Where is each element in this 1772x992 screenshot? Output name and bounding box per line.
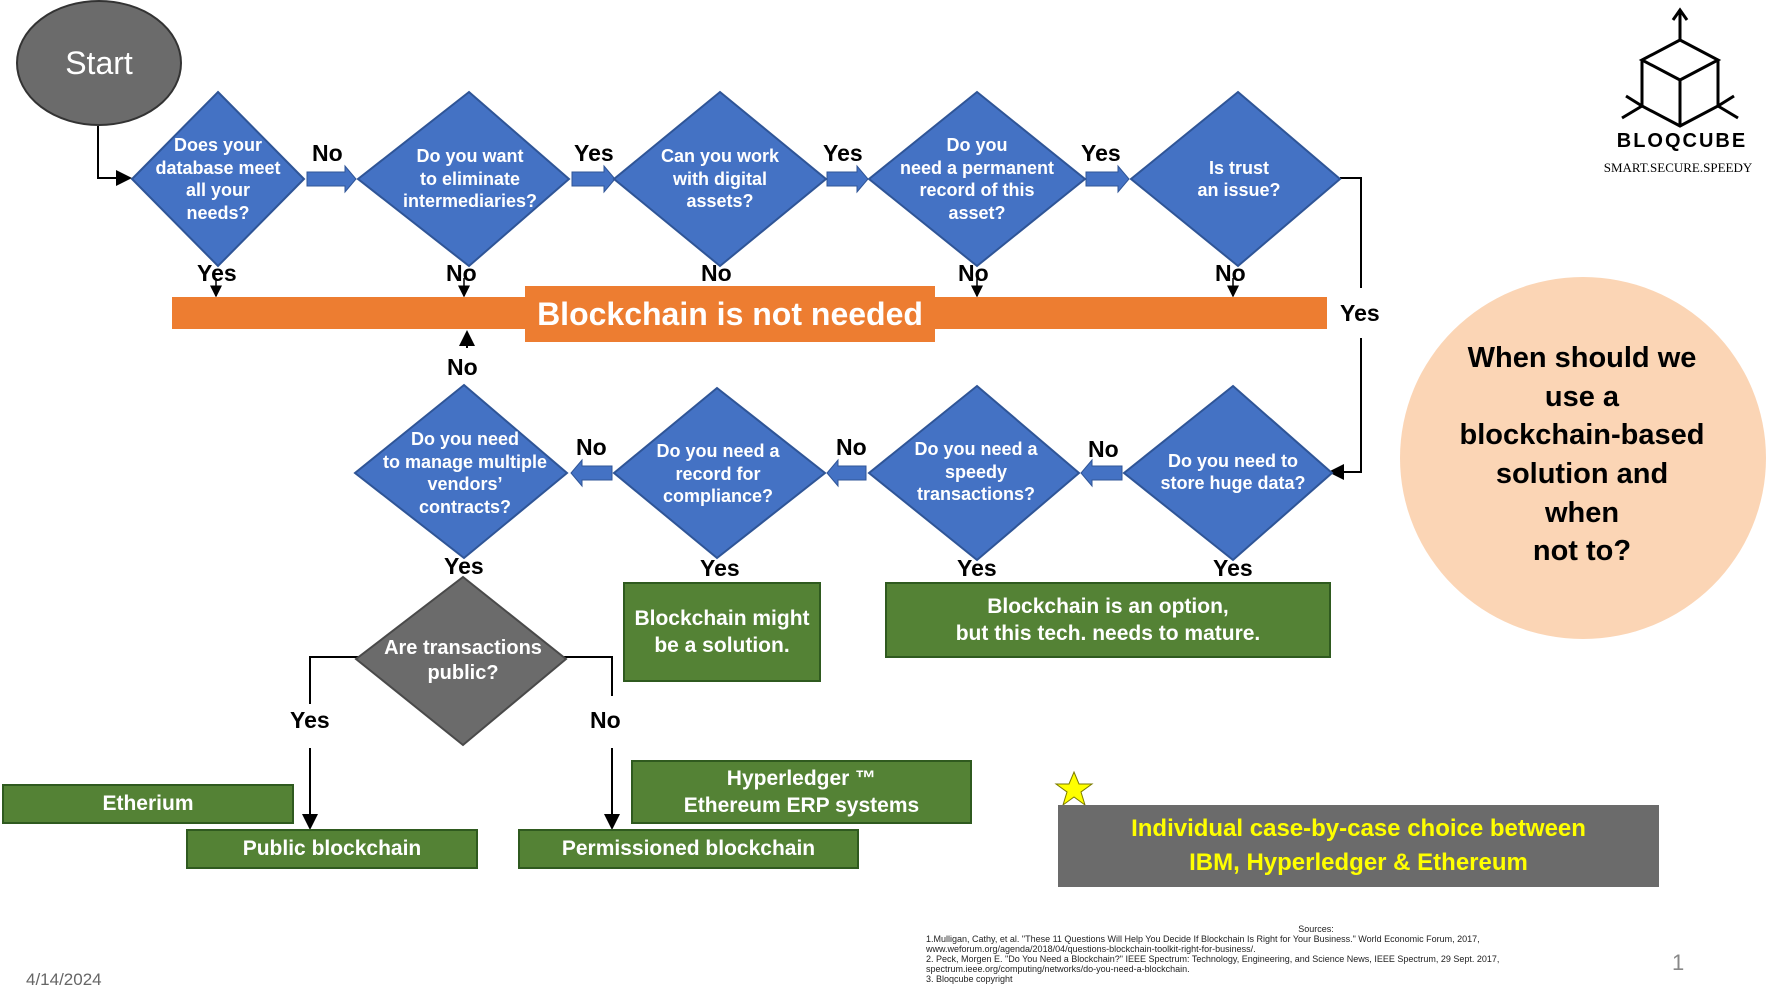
block-arrow-d8-d9 <box>570 458 613 488</box>
label-d8-no: No <box>576 434 607 460</box>
diamond-9 <box>353 383 569 560</box>
label-d8-yes: Yes <box>700 555 740 581</box>
label-d9-yes: Yes <box>444 553 484 579</box>
page-number: 1 <box>1672 950 1685 975</box>
source-line-2: www.weforum.org/agenda/2018/04/questions… <box>926 944 1256 954</box>
label-d5-no: No <box>1215 260 1246 286</box>
block-arrow-d6-d7 <box>1080 458 1123 488</box>
label-d1-no: No <box>312 140 343 166</box>
connector-trust-yes <box>1340 177 1362 288</box>
diamond-8-text: Do you need a record for compliance? <box>656 441 780 507</box>
choice-box <box>1058 805 1659 887</box>
diamond-5 <box>1129 90 1342 268</box>
star-icon <box>1054 770 1094 807</box>
diamond-1-text: Does your database meet all your needs? <box>155 135 281 223</box>
label-d10-yes: Yes <box>290 707 330 733</box>
connector-trust-yes-down <box>1328 338 1362 480</box>
diamond-10-gray <box>354 575 568 747</box>
diamond-4 <box>867 90 1087 268</box>
box-permissioned-blockchain: Permissioned blockchain <box>518 829 859 869</box>
label-trust-yes: Yes <box>1340 300 1380 326</box>
block-arrow-d3-d4 <box>826 164 869 194</box>
box-option-needs-to-mature: Blockchain is an option, but this tech. … <box>885 582 1331 658</box>
source-line-4: spectrum.ieee.org/computing/networks/do-… <box>926 964 1190 974</box>
label-d9-no: No <box>447 354 478 380</box>
label-d2-no: No <box>446 260 477 286</box>
label-d3-yes: Yes <box>823 140 863 166</box>
label-d1-yes: Yes <box>197 260 237 286</box>
label-d6-no: No <box>1088 436 1119 462</box>
connector-d10-no <box>562 656 613 696</box>
diamond-1 <box>130 90 306 268</box>
question-circle-text: When should we use a blockchain-based so… <box>1459 342 1705 568</box>
source-line-5: 3. Bloqcube copyright <box>926 974 1013 984</box>
label-d10-no: No <box>590 707 621 733</box>
diamond-7 <box>867 384 1081 562</box>
start-label: Start <box>65 45 133 81</box>
diamond-2 <box>356 90 571 268</box>
diamond-9-text: Do you need to manage multiple vendors’ … <box>382 429 548 517</box>
slide-date: 4/14/2024 <box>26 970 102 989</box>
diamond-7-text: Do you need a speedy transactions? <box>914 439 1038 505</box>
block-arrow-d1-d2 <box>306 164 357 194</box>
sources-title: Sources: <box>1298 924 1334 934</box>
diamond-6 <box>1122 384 1334 562</box>
box-might-be-solution: Blockchain might be a solution. <box>623 582 821 682</box>
sources-block: Sources: 1.Mulligan, Cathy, et al. "Thes… <box>926 924 1706 984</box>
diamond-8 <box>612 386 827 560</box>
label-d7-no: No <box>836 434 867 460</box>
label-d7-yes: Yes <box>957 555 997 581</box>
label-d6-yes: Yes <box>1213 555 1253 581</box>
start-oval <box>16 0 182 126</box>
logo-tagline: SMART.SECURE.SPEEDY <box>1603 160 1753 175</box>
label-d4-no: No <box>958 260 989 286</box>
connector-start <box>97 126 132 186</box>
label-d3-no: No <box>701 260 732 286</box>
diamond-3-text: Can you work with digital assets? <box>660 146 780 212</box>
diamond-6-text: Do you need to store huge data? <box>1160 450 1306 494</box>
not-needed-label: Blockchain is not needed <box>525 286 935 342</box>
question-circle <box>1400 277 1766 639</box>
label-d2-yes: Yes <box>574 140 614 166</box>
choice-text: Individual case-by-case choice between I… <box>1131 815 1586 876</box>
diamond-4-text: Do you need a permanent record of this a… <box>899 135 1055 223</box>
box-hyperledger: Hyperledger ™ Ethereum ERP systems <box>631 760 972 824</box>
bloqcube-logo-icon <box>1621 7 1739 128</box>
diamond-5-text: Is trust an issue? <box>1197 157 1281 201</box>
diamond-3 <box>612 90 828 268</box>
label-d4-yes: Yes <box>1081 140 1121 166</box>
source-line-3: 2. Peck, Morgen E. "Do You Need a Blockc… <box>926 954 1500 964</box>
block-arrow-d4-d5 <box>1085 164 1130 194</box>
block-arrow-d2-d3 <box>571 164 616 194</box>
source-line-1: 1.Mulligan, Cathy, et al. "These 11 Ques… <box>926 934 1480 944</box>
block-arrow-d7-d8 <box>826 458 867 488</box>
diamond-10-text: Are transactions public? <box>384 637 542 684</box>
logo-name: BLOQCUBE <box>1616 130 1748 152</box>
box-public-blockchain: Public blockchain <box>186 829 478 869</box>
connector-d10-yes <box>309 656 362 704</box>
box-etherium: Etherium <box>2 784 294 824</box>
diamond-2-text: Do you want to eliminate intermediaries? <box>402 146 538 212</box>
